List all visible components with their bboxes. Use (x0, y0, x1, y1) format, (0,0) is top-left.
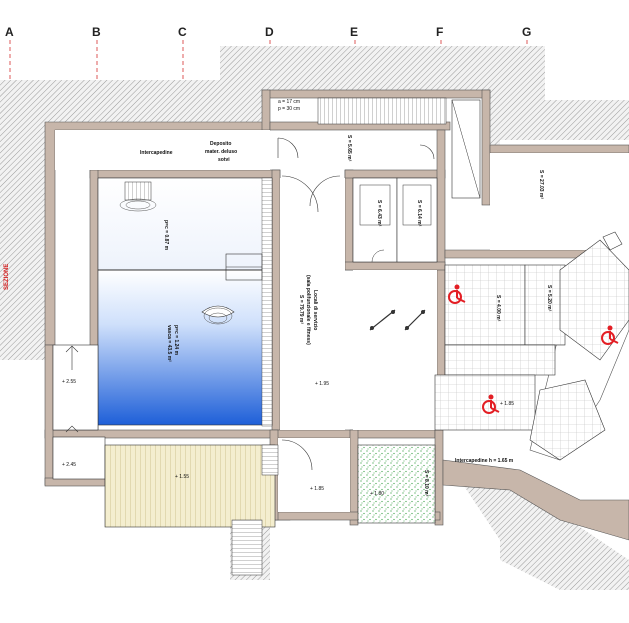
axis-label-c: C (178, 25, 187, 39)
stair-riser-label: a = 17 cm (278, 99, 300, 105)
axis-label-b: B (92, 25, 101, 39)
section-label: SEZIONE (4, 264, 10, 290)
pool: p=c = 0.87 m p=c = 1.24 m vasca = 43.5 m… (97, 177, 273, 427)
bottom-intercapedine: Intercapedine h = 1.65 m (455, 458, 514, 464)
level-c: + 1.95 (315, 381, 329, 387)
bottom-entry: + 1.85 (231, 438, 350, 576)
pool-depth: p=c = 1.24 m (173, 325, 179, 356)
service-hall: Locali di servizio (sala polifunzionale … (280, 175, 437, 430)
garden: S = 8.10 m² + 1.80 (357, 444, 436, 524)
room-left-area: S = 27.03 m² (538, 170, 544, 199)
axis-label-e: E (350, 25, 358, 39)
left-rooms: + 2.55 + 2.45 (52, 344, 106, 480)
deposito-sub2: sotvi (218, 157, 230, 163)
axis-C: C (178, 25, 187, 80)
corridor-area: S = 5.65 m² (346, 135, 352, 162)
top-corridor: Intercapedine Deposito mater. deluso sot… (55, 130, 299, 170)
level-e: + 1.80 (370, 491, 384, 497)
level-f: + 1.85 (310, 486, 324, 492)
intercapedine-top-label: Intercapedine (140, 150, 173, 156)
locali-sub: (sala polifunzionale e fitness) (305, 275, 311, 345)
wc1-area: S = 4.00 m² (495, 295, 501, 322)
level-b: + 2.45 (62, 462, 76, 468)
pool-shallow-depth: p=c = 0.87 m (163, 220, 169, 251)
axis-A: A (5, 25, 14, 85)
wc-area: S = 4.00 m² S = 5.20 m² + 1.85 (434, 231, 629, 461)
room-s2: S = 6.14 m² (416, 200, 422, 227)
level-a: + 2.55 (62, 379, 76, 385)
wheelchair-icon (601, 325, 619, 345)
axis-label-d: D (265, 25, 274, 39)
locali-title: Locali di servizio (312, 290, 318, 330)
axis-label-g: G (522, 25, 531, 39)
stair-tread-label: p = 30 cm (278, 106, 300, 112)
axis-label-a: A (5, 25, 14, 39)
deck-level: + 1.55 (175, 474, 189, 480)
intercapedine-bottom-label: Intercapedine h = 1.65 m (455, 458, 514, 464)
deposito-label: Deposito (210, 141, 231, 147)
axis-label-f: F (436, 25, 443, 39)
top-stair: a = 17 cm p = 30 cm (278, 97, 481, 199)
section-marker: SEZIONE (4, 264, 10, 290)
locali-area: S = 79.79 m² (298, 295, 304, 324)
accessible-icons (448, 284, 619, 414)
level-d: + 1.85 (500, 401, 514, 407)
walls (44, 89, 629, 541)
axis-B: B (92, 25, 101, 80)
right-room: S = 27.03 m² (490, 153, 629, 250)
pool-area: vasca = 43.5 m² (166, 325, 172, 362)
storage-rooms: S = 6.43 m² S = 6.14 m² S = 5.65 m² (346, 135, 438, 263)
wc2-area: S = 5.20 m² (546, 285, 552, 312)
deck: + 1.55 (104, 444, 276, 528)
wheelchair-icon (448, 284, 466, 304)
wheelchair-icon (482, 394, 500, 414)
garden-area: S = 8.10 m² (423, 470, 429, 497)
deposito-sub1: mater. deluso (205, 149, 237, 155)
room-s1: S = 6.43 m² (376, 200, 382, 227)
